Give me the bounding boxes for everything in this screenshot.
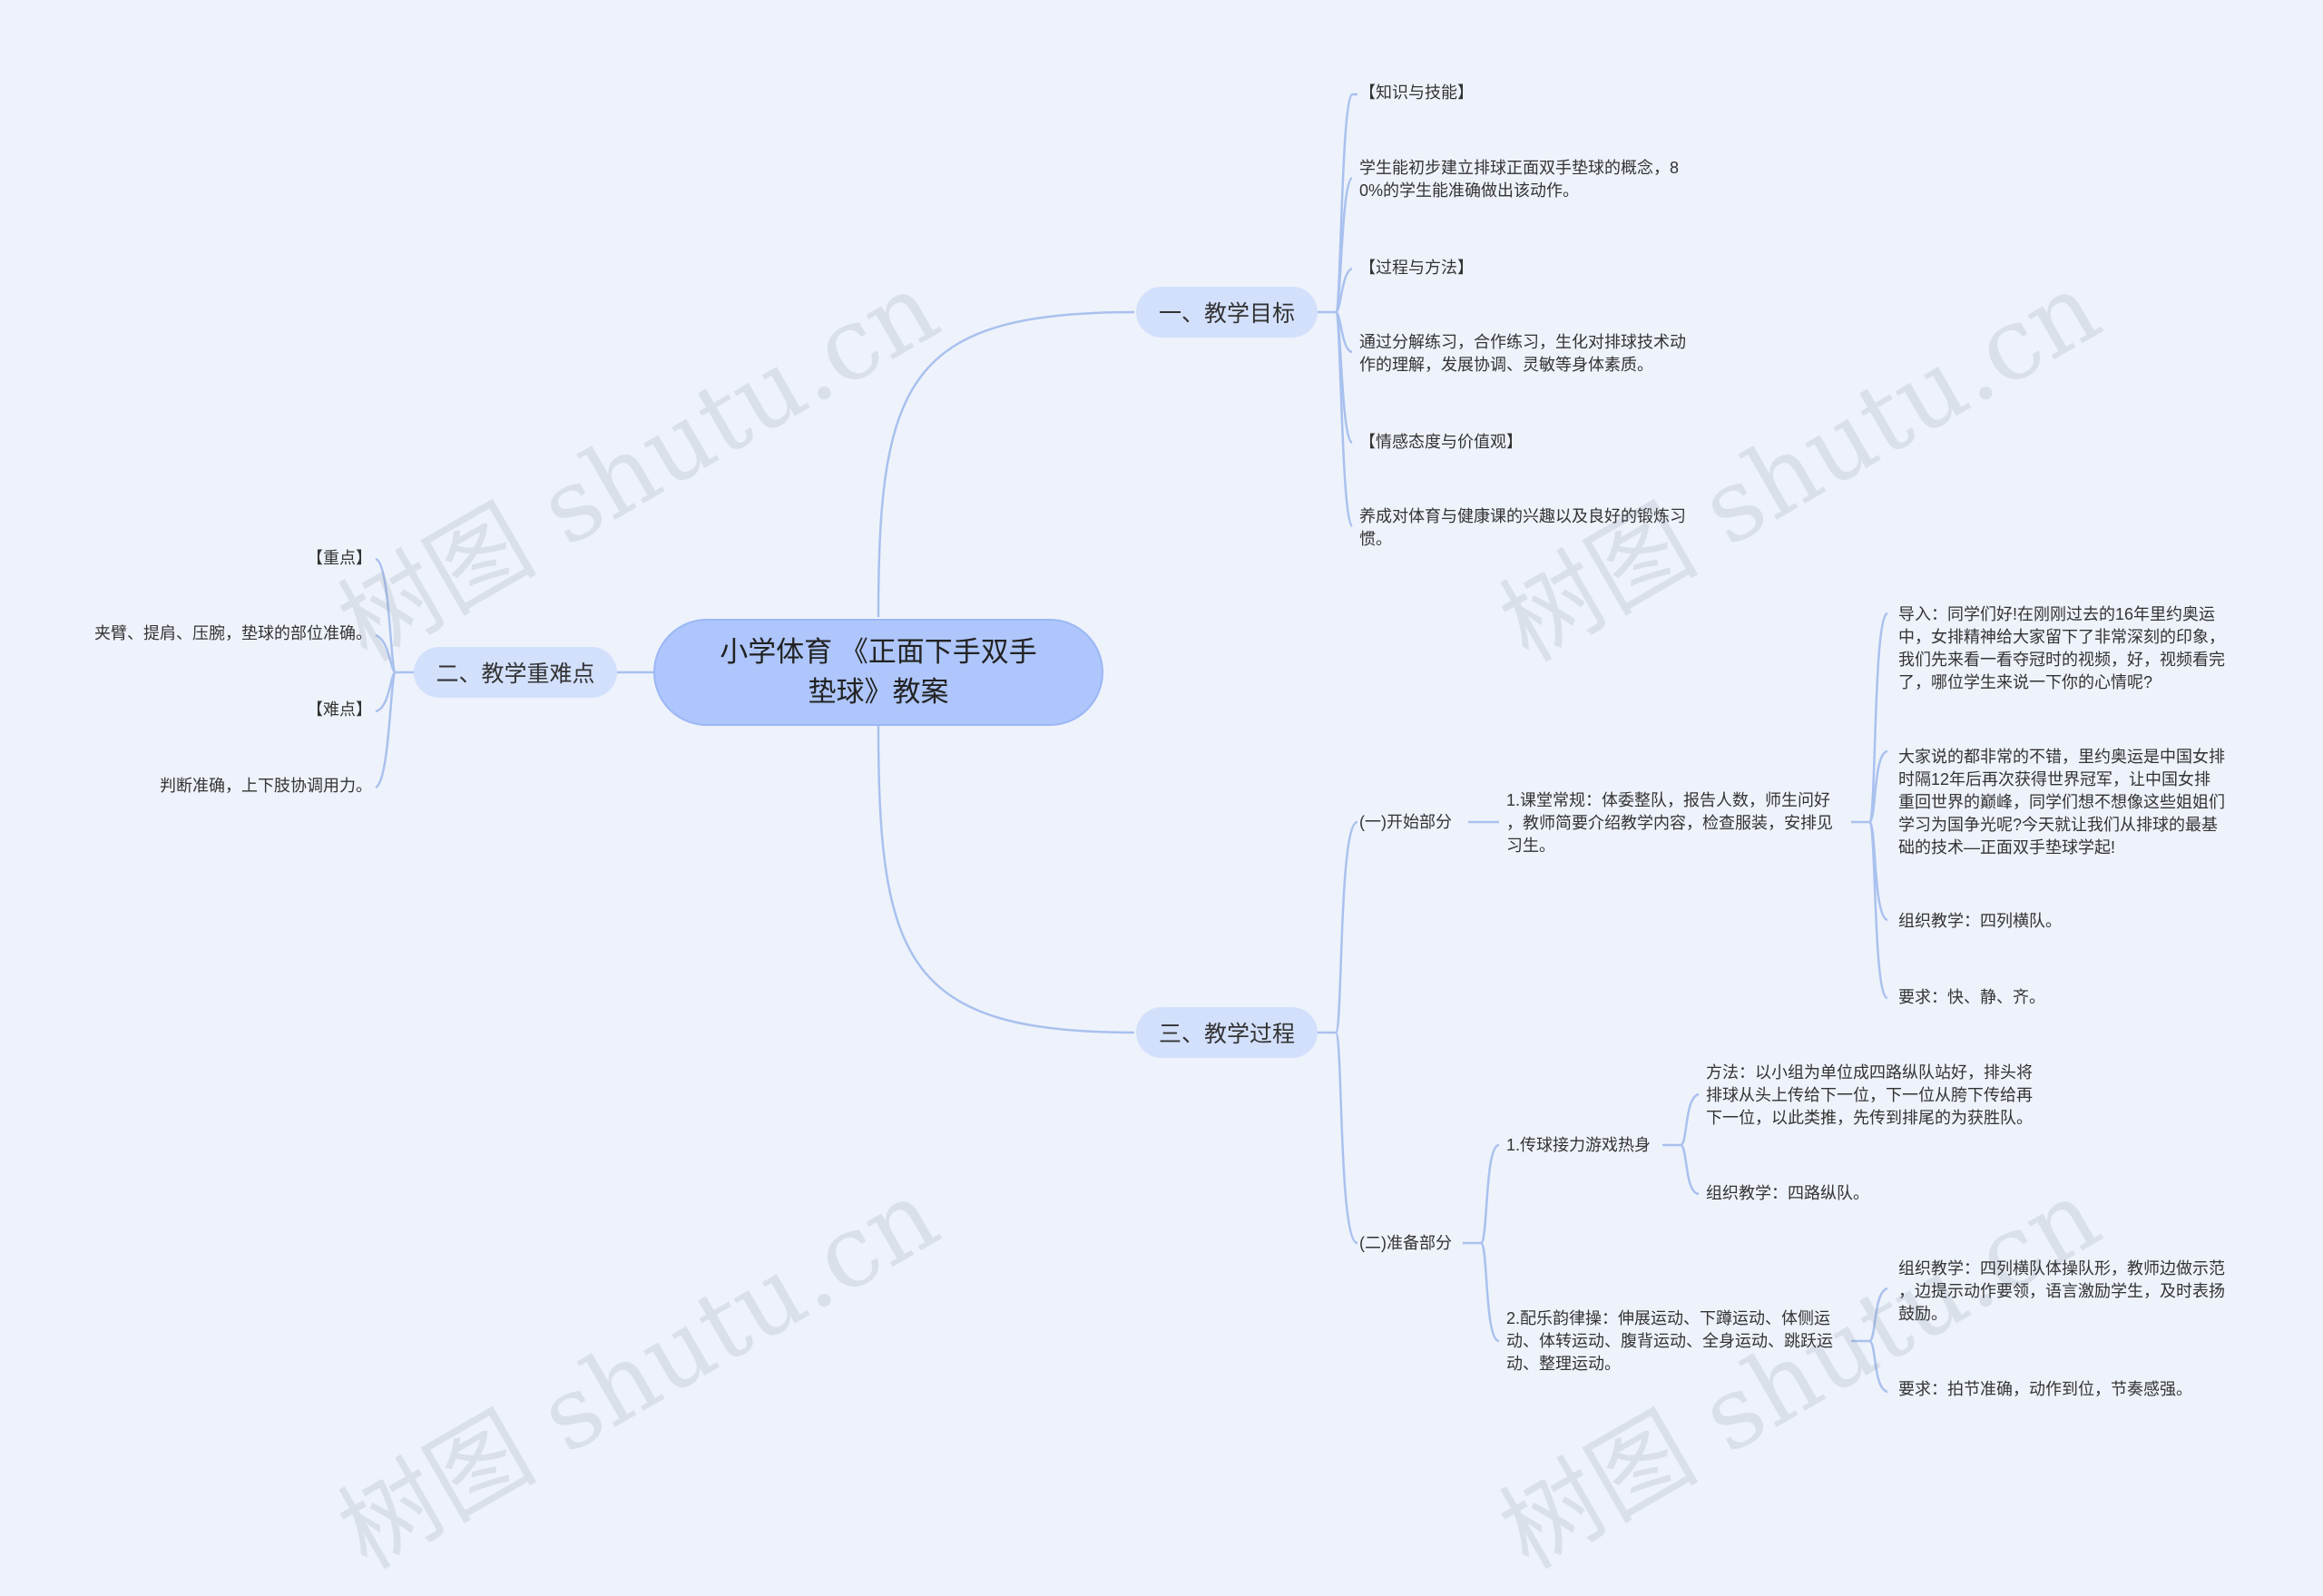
- process-prep-game-detail[interactable]: 方法：以小组为单位成四路纵队站好，排头将 排球从头上传给下一位，下一位从胯下传给…: [1706, 1063, 2033, 1127]
- process-start-detail[interactable]: 要求：快、静、齐。: [1898, 988, 2045, 1006]
- process-start-detail[interactable]: 组织教学：四列横队。: [1898, 912, 2062, 930]
- keypoint-item[interactable]: 判断准确，上下肢协调用力。: [160, 777, 372, 795]
- keypoint-item[interactable]: 【重点】: [307, 549, 372, 567]
- branch-teaching-goals[interactable]: 一、教学目标: [1136, 287, 1318, 338]
- goal-item[interactable]: 【过程与方法】: [1359, 259, 1474, 277]
- process-start-detail[interactable]: 大家说的都非常的不错，里约奥运是中国女排 时隔12年后再次获得世界冠军，让中国女…: [1898, 748, 2225, 857]
- goal-item[interactable]: 学生能初步建立排球正面双手垫球的概念，8 0%的学生能准确做出该动作。: [1359, 159, 1680, 200]
- goal-item[interactable]: 【情感态度与价值观】: [1359, 433, 1523, 451]
- goal-item[interactable]: 养成对体育与健康课的兴趣以及良好的锻炼习 惯。: [1359, 507, 1686, 548]
- goal-item[interactable]: 通过分解练习，合作练习，生化对排球技术动 作的理解，发展协调、灵敏等身体素质。: [1359, 333, 1686, 374]
- process-prep-exercise-detail[interactable]: 要求：拍节准确，动作到位，节奏感强。: [1898, 1380, 2192, 1398]
- process-prep-exercise[interactable]: 2.配乐韵律操：伸展运动、下蹲运动、体侧运 动、体转运动、腹背运动、全身运动、跳…: [1506, 1309, 1833, 1373]
- branch-teaching-process[interactable]: 三、教学过程: [1136, 1007, 1318, 1058]
- root-topic[interactable]: 小学体育 《正面下手双手垫球》教案: [653, 619, 1103, 726]
- goal-item[interactable]: 【知识与技能】: [1359, 83, 1474, 102]
- process-prep-game-detail[interactable]: 组织教学：四路纵队。: [1706, 1184, 1869, 1202]
- process-prep-label[interactable]: (二)准备部分: [1359, 1234, 1452, 1252]
- connector-lines: [375, 93, 1888, 1394]
- branch-key-difficult-points[interactable]: 二、教学重难点: [414, 647, 617, 698]
- process-prep-exercise-detail[interactable]: 组织教学：四列横队体操队形，教师边做示范 ，边提示动作要领，语言激励学生，及时表…: [1898, 1259, 2225, 1323]
- process-start-label[interactable]: (一)开始部分: [1359, 813, 1452, 831]
- keypoint-item[interactable]: 【难点】: [307, 700, 372, 719]
- process-start-detail[interactable]: 导入：同学们好!在刚刚过去的16年里约奥运 中，女排精神给大家留下了非常深刻的印…: [1898, 605, 2225, 691]
- process-prep-game[interactable]: 1.传球接力游戏热身: [1506, 1136, 1652, 1154]
- process-start-item[interactable]: 1.课堂常规：体委整队，报告人数，师生问好 ，教师简要介绍教学内容，检查服装，安…: [1506, 791, 1833, 855]
- keypoint-item[interactable]: 夹臂、提肩、压腕，垫球的部位准确。: [94, 624, 372, 642]
